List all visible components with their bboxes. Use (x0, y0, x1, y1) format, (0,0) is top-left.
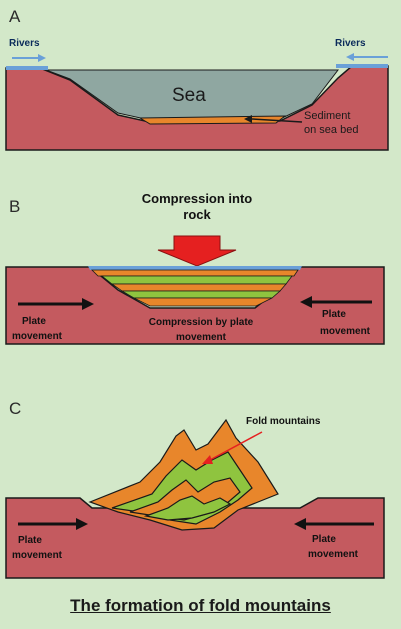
sediment-label-line2: on sea bed (304, 124, 358, 136)
fold-mountains-label: Fold mountains (246, 416, 321, 427)
panel-c-plate-left-line1: Plate (18, 535, 42, 546)
panel-b-layer-orange-top (91, 269, 299, 277)
panel-b-plate-arrow-right (300, 296, 372, 308)
panel-b-plate-left-line1: Plate (22, 316, 46, 327)
panel-c-letter: C (9, 399, 21, 418)
panel-b-layer-orange-3 (133, 297, 273, 307)
panel-a-rock (5, 65, 389, 151)
panel-a-river-left (6, 66, 48, 70)
panel-b-center-line2: movement (176, 332, 227, 343)
panel-b-center-line1: Compression by plate (149, 317, 254, 328)
panel-a: A Rivers Rivers Sea Sediment on sea bed (5, 7, 389, 151)
panel-a-river-right (336, 64, 388, 68)
river-left-arrow (12, 54, 46, 62)
panel-c-plate-arrow-right (294, 518, 374, 530)
panel-c-plate-right-line1: Plate (312, 534, 336, 545)
panel-b-plate-right-line1: Plate (322, 309, 346, 320)
sediment-pointer-arrow (244, 115, 303, 123)
panel-b-layer-green-2 (120, 290, 282, 299)
compression-down-arrow (157, 235, 237, 267)
panel-c-rock (5, 497, 385, 579)
panel-c-plate-right-line2: movement (308, 549, 359, 560)
river-right-arrow (346, 53, 388, 61)
panel-b-water-layer (88, 266, 302, 270)
fold-mountains (88, 418, 279, 531)
panel-b-layer-orange-2 (110, 283, 287, 292)
panel-b-plate-right-line2: movement (320, 326, 371, 337)
panel-c-plate-arrow-left (18, 518, 88, 530)
sea-label: Sea (172, 85, 206, 106)
river-right-label: Rivers (335, 38, 366, 49)
panel-a-letter: A (9, 7, 21, 26)
panel-b: B Compression into rock Plate movement C… (5, 191, 385, 345)
fold-mountains-pointer (202, 431, 263, 464)
panel-b-layer-green-1 (100, 275, 293, 285)
sediment-label-line1: Sediment (304, 110, 350, 122)
compression-label-line2: rock (183, 207, 211, 222)
panel-b-plate-arrow-left (18, 298, 94, 310)
diagram-caption: The formation of fold mountains (70, 596, 331, 615)
panel-b-plate-left-line2: movement (12, 331, 63, 342)
compression-label-line1: Compression into (142, 191, 253, 206)
river-left-label: Rivers (9, 38, 40, 49)
panel-c: C Fold mountains Plate movement Plate mo… (5, 399, 385, 579)
panel-b-letter: B (9, 197, 20, 216)
panel-c-plate-left-line2: movement (12, 550, 63, 561)
